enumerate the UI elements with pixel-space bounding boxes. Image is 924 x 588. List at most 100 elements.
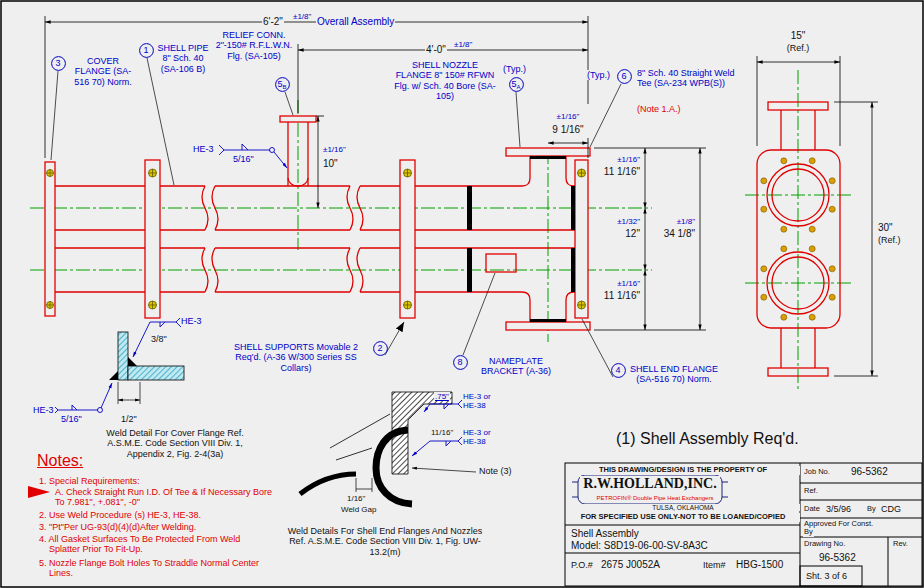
center-line [798, 70, 799, 392]
weld-detail-nozzle [430, 437, 462, 446]
note-text: 3. "Pt"Per UG-93(d)(4)(d)After Welding. [38, 522, 278, 532]
balloon-circle [139, 43, 153, 57]
leader-line [582, 319, 613, 377]
bolt-hole [761, 206, 767, 212]
weld-symbol [274, 152, 287, 168]
callout-number: B [283, 84, 287, 90]
note-reference: (Note 1.A.) [636, 104, 682, 114]
center-line [30, 70, 852, 392]
note-reference: Note (3) [478, 466, 513, 476]
title-block [565, 463, 922, 586]
weld-detail-nozzle [300, 474, 356, 494]
balloon-circle [275, 77, 289, 91]
title-block-text: 96-5362 [850, 466, 889, 478]
dimension-text: 12" [591, 228, 641, 240]
weld-detail-nozzle [412, 400, 462, 456]
dimension-text: 10" [322, 158, 339, 170]
weld-detail-cover [54, 405, 98, 414]
company-logo-text: R.W.HOLLAND,INC. [580, 476, 720, 492]
weld-bead [467, 156, 575, 322]
quantity-text: (1) Shell Assembly Req'd. [615, 430, 800, 448]
weld-detail-nozzle [430, 400, 462, 409]
bolt-hole [829, 178, 835, 184]
bolt-hole [781, 314, 787, 320]
dimension-line [834, 102, 878, 376]
end-view [757, 150, 840, 328]
bolt-hole [829, 266, 835, 272]
callout-balloon: 1 [139, 43, 154, 58]
dimension-line [700, 148, 701, 330]
weld-bead [571, 248, 575, 292]
weld-size: 11/16" [430, 428, 454, 437]
end-view [767, 164, 829, 226]
weld-text: HE-3 [180, 316, 203, 326]
callout-number: 2 [377, 344, 382, 353]
callout-number-group: 6 [621, 72, 626, 81]
center-line [30, 270, 652, 271]
note-text: 4. All Gasket Surfaces To Be Protected F… [38, 534, 273, 555]
end-view [767, 252, 829, 314]
weld-detail-cover [128, 366, 184, 380]
balloon-circle [453, 355, 467, 369]
end-view [772, 169, 824, 221]
callout-number: 4 [615, 366, 620, 375]
cover-flange [45, 162, 55, 316]
weld-detail-cover [118, 382, 140, 404]
weld-bead [530, 319, 566, 322]
dimension-line [45, 16, 588, 158]
weld-bead [530, 156, 566, 159]
callout-number-group: 1 [143, 46, 148, 55]
title-block-text: Ref. [803, 487, 819, 496]
bolt-hole [761, 294, 767, 300]
bolt-hole [829, 294, 835, 300]
part-callout: (Typ.) [502, 64, 527, 74]
bolt-hole [809, 226, 815, 232]
leader-line [590, 84, 621, 147]
bolt-hole [829, 206, 835, 212]
dimension-line [872, 102, 873, 376]
weld-detail-nozzle [412, 441, 430, 456]
weld-text: HE-3 or HE-38 [462, 392, 496, 410]
note-pointer [28, 486, 50, 498]
weld-detail-nozzle [412, 468, 476, 472]
weld-tee [467, 156, 575, 230]
relief-nozzle [280, 116, 316, 122]
tolerance-text: ±1/16" [591, 155, 641, 164]
dimension-text: (Ref.) [780, 43, 816, 53]
weld-bead [571, 186, 575, 230]
weld-detail-cover [150, 317, 181, 327]
weld-tee [467, 248, 575, 322]
weld-detail-nozzle [376, 430, 412, 504]
bolt-hole [809, 314, 815, 320]
part-callout: (Typ.) [586, 70, 611, 80]
weld-tee [575, 160, 588, 318]
shell-pipe [202, 248, 363, 292]
detail-caption: Weld Detail For Cover Flange Ref. A.S.M.… [100, 428, 250, 459]
title-block-text: Rev. [892, 540, 909, 549]
weld-detail-nozzle [356, 468, 476, 492]
callout-number-group: 8 [457, 358, 462, 367]
bolt-symbol [47, 169, 586, 309]
title-block-text: Item# [702, 560, 727, 570]
weld-tee [467, 148, 590, 330]
end-view [772, 257, 824, 309]
weld-text: HE-3 or HE-38 [462, 428, 496, 446]
title-block-text: HBG-1500 [735, 559, 784, 571]
end-view [757, 102, 840, 376]
weld-text: HE-3 [192, 144, 215, 154]
weld-detail-cover [118, 332, 128, 380]
weld-bead [467, 248, 472, 292]
callout-balloon: 2 [373, 341, 388, 356]
weld-detail-cover [133, 322, 150, 357]
part-callout: RELIEF CONN. 2"-150# R.F.L.W.N. Flg. (SA… [214, 30, 294, 61]
dimension-text: 11 1/16" [591, 290, 641, 302]
bolt-symbol [47, 169, 586, 309]
weld-text: 5/16" [232, 154, 255, 164]
callout-balloon: 5B [275, 77, 290, 92]
title-block-text: By [803, 528, 814, 537]
title-block [565, 463, 922, 586]
title-block-text: 2675 J0052A [600, 559, 661, 571]
title-block [800, 566, 862, 586]
title-block-text: 3/5/96 [825, 504, 852, 514]
